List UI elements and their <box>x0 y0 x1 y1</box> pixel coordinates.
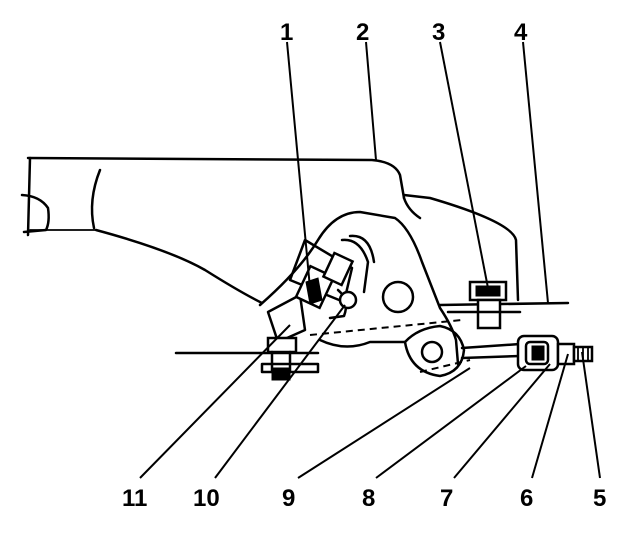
cable-adjuster <box>460 334 594 372</box>
callout-4: 4 <box>514 19 528 46</box>
leader-lines <box>139 41 601 479</box>
callout-9: 9 <box>282 485 295 512</box>
callout-10: 10 <box>193 485 220 512</box>
callout-7: 7 <box>440 485 453 512</box>
callout-8: 8 <box>362 485 375 512</box>
floor-line-right <box>438 301 570 314</box>
lever-handle <box>20 156 406 305</box>
bracket-plate <box>258 193 520 378</box>
callout-1: 1 <box>280 19 293 46</box>
callout-6: 6 <box>520 485 533 512</box>
callout-3: 3 <box>432 19 445 46</box>
callout-5: 5 <box>593 485 606 512</box>
right-anchor-bolt <box>468 280 508 330</box>
callout-labels: 1 2 3 4 5 6 7 8 9 10 11 <box>122 19 606 512</box>
callout-11: 11 <box>122 485 147 512</box>
callout-2: 2 <box>356 19 369 46</box>
ratchet-assembly <box>266 234 376 344</box>
